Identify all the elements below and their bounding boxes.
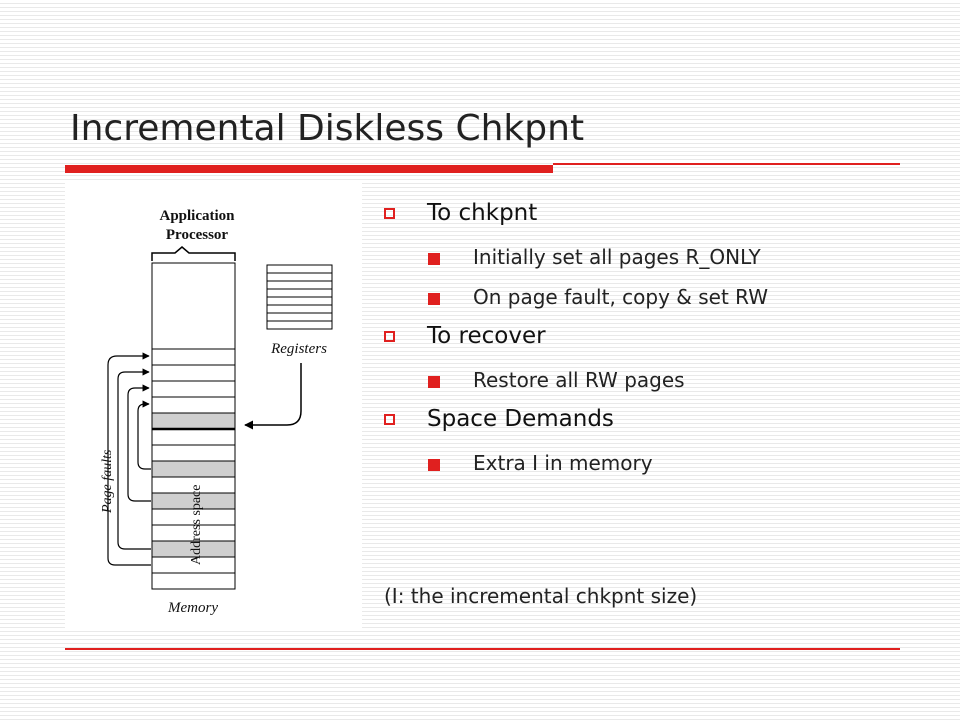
registers-arrow [244, 363, 302, 430]
processor-label: Processor [166, 227, 229, 243]
memory-label: Memory [167, 600, 218, 616]
bullet-to-chkpnt: To chkpnt [380, 200, 950, 230]
hollow-square-bullet-icon [384, 414, 395, 425]
page-faults-label: Page faults [100, 449, 115, 514]
bullet-list: To chkpnt Initially set all pages R_ONLY… [380, 200, 950, 486]
memory-diagram: Application Processor [65, 183, 362, 631]
sub-bullet: Restore all RW pages [380, 363, 950, 403]
footnote: (I: the incremental chkpnt size) [384, 584, 698, 608]
bullet-space-demands: Space Demands [380, 406, 950, 436]
sub-bullet-text: Extra I in memory [473, 451, 653, 475]
hollow-square-bullet-icon [384, 331, 395, 342]
sub-bullet: Initially set all pages R_ONLY [380, 240, 950, 280]
filled-square-bullet-icon [428, 376, 440, 388]
registers-stack [266, 264, 333, 330]
sub-bullet: On page fault, copy & set RW [380, 280, 950, 320]
title-underline-thin [553, 163, 900, 165]
registers-label: Registers [270, 341, 327, 357]
bullet-text: To recover [427, 323, 546, 349]
filled-square-bullet-icon [428, 459, 440, 471]
bottom-rule [65, 648, 900, 650]
memory-column [151, 262, 236, 590]
sub-bullet-text: Initially set all pages R_ONLY [473, 245, 761, 269]
title-underline-thick [65, 165, 553, 173]
application-label: Application [159, 208, 235, 224]
filled-square-bullet-icon [428, 293, 440, 305]
bullet-text: Space Demands [427, 406, 614, 432]
application-processor-bracket [151, 246, 236, 261]
bullet-text: To chkpnt [427, 200, 538, 226]
sub-bullet-text: On page fault, copy & set RW [473, 285, 769, 309]
bullet-to-recover: To recover [380, 323, 950, 353]
filled-square-bullet-icon [428, 253, 440, 265]
slide-title: Incremental Diskless Chkpnt [70, 108, 585, 149]
page-fault-arrows [107, 352, 151, 566]
sub-bullet-text: Restore all RW pages [473, 368, 685, 392]
address-space-label: Address space [189, 485, 204, 565]
hollow-square-bullet-icon [384, 208, 395, 219]
sub-bullet: Extra I in memory [380, 446, 950, 486]
